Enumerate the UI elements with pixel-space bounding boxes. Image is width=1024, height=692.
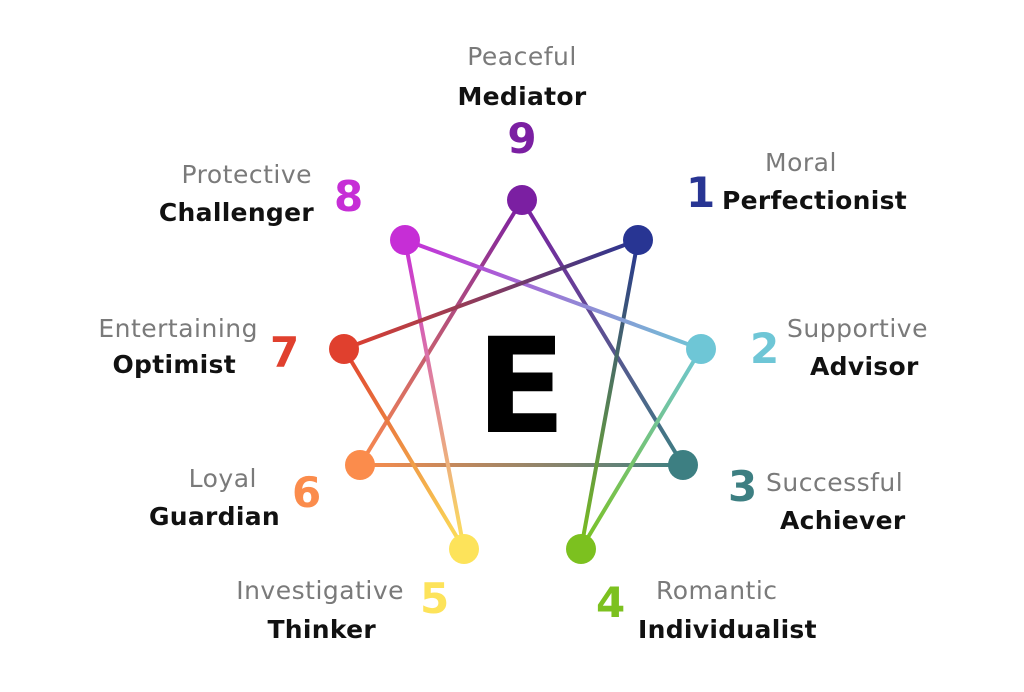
type-7-number: 7 — [270, 328, 300, 377]
type-3-number: 3 — [728, 462, 758, 511]
type-9-number: 9 — [507, 114, 537, 163]
type-4-role: Individualist — [638, 615, 817, 644]
type-8-role: Challenger — [158, 198, 314, 227]
connection-1-4 — [579, 238, 640, 551]
type-9-node — [507, 185, 537, 215]
type-4-node — [566, 534, 596, 564]
connection-8-5 — [403, 238, 466, 551]
type-2-number: 2 — [750, 324, 780, 373]
type-3-adjective: Successful — [766, 468, 904, 497]
type-6-role: Guardian — [148, 502, 280, 531]
type-5-node — [449, 534, 479, 564]
type-6-adjective: Loyal — [188, 464, 257, 493]
connection-4-2 — [579, 347, 703, 551]
type-7-node — [329, 334, 359, 364]
type-7-adjective: Entertaining — [98, 314, 258, 343]
type-8-number: 8 — [334, 172, 364, 221]
type-8-node — [390, 225, 420, 255]
connection-5-7 — [342, 347, 466, 551]
type-1-number: 1 — [686, 168, 716, 217]
type-5-adjective: Investigative — [236, 576, 404, 605]
type-4-number: 4 — [596, 578, 626, 627]
type-nodes — [329, 185, 716, 564]
connection-lines — [342, 198, 703, 551]
connection-2-8 — [403, 238, 703, 351]
type-2-node — [686, 334, 716, 364]
type-6-node — [345, 450, 375, 480]
type-9-role: Mediator — [457, 82, 587, 111]
type-1-role: Perfectionist — [722, 186, 908, 215]
type-9-adjective: Peaceful — [467, 42, 577, 71]
type-1-node — [623, 225, 653, 255]
type-3-role: Achiever — [780, 506, 906, 535]
connection-7-1 — [342, 238, 640, 351]
type-2-adjective: Supportive — [787, 314, 928, 343]
type-7-role: Optimist — [112, 350, 236, 379]
type-8-adjective: Protective — [181, 160, 312, 189]
type-1-adjective: Moral — [765, 148, 837, 177]
center-letter: E — [476, 310, 566, 464]
type-3-node — [668, 450, 698, 480]
type-2-role: Advisor — [810, 352, 919, 381]
type-5-number: 5 — [420, 574, 450, 623]
type-6-number: 6 — [292, 468, 322, 517]
type-5-role: Thinker — [267, 615, 376, 644]
type-4-adjective: Romantic — [656, 576, 778, 605]
